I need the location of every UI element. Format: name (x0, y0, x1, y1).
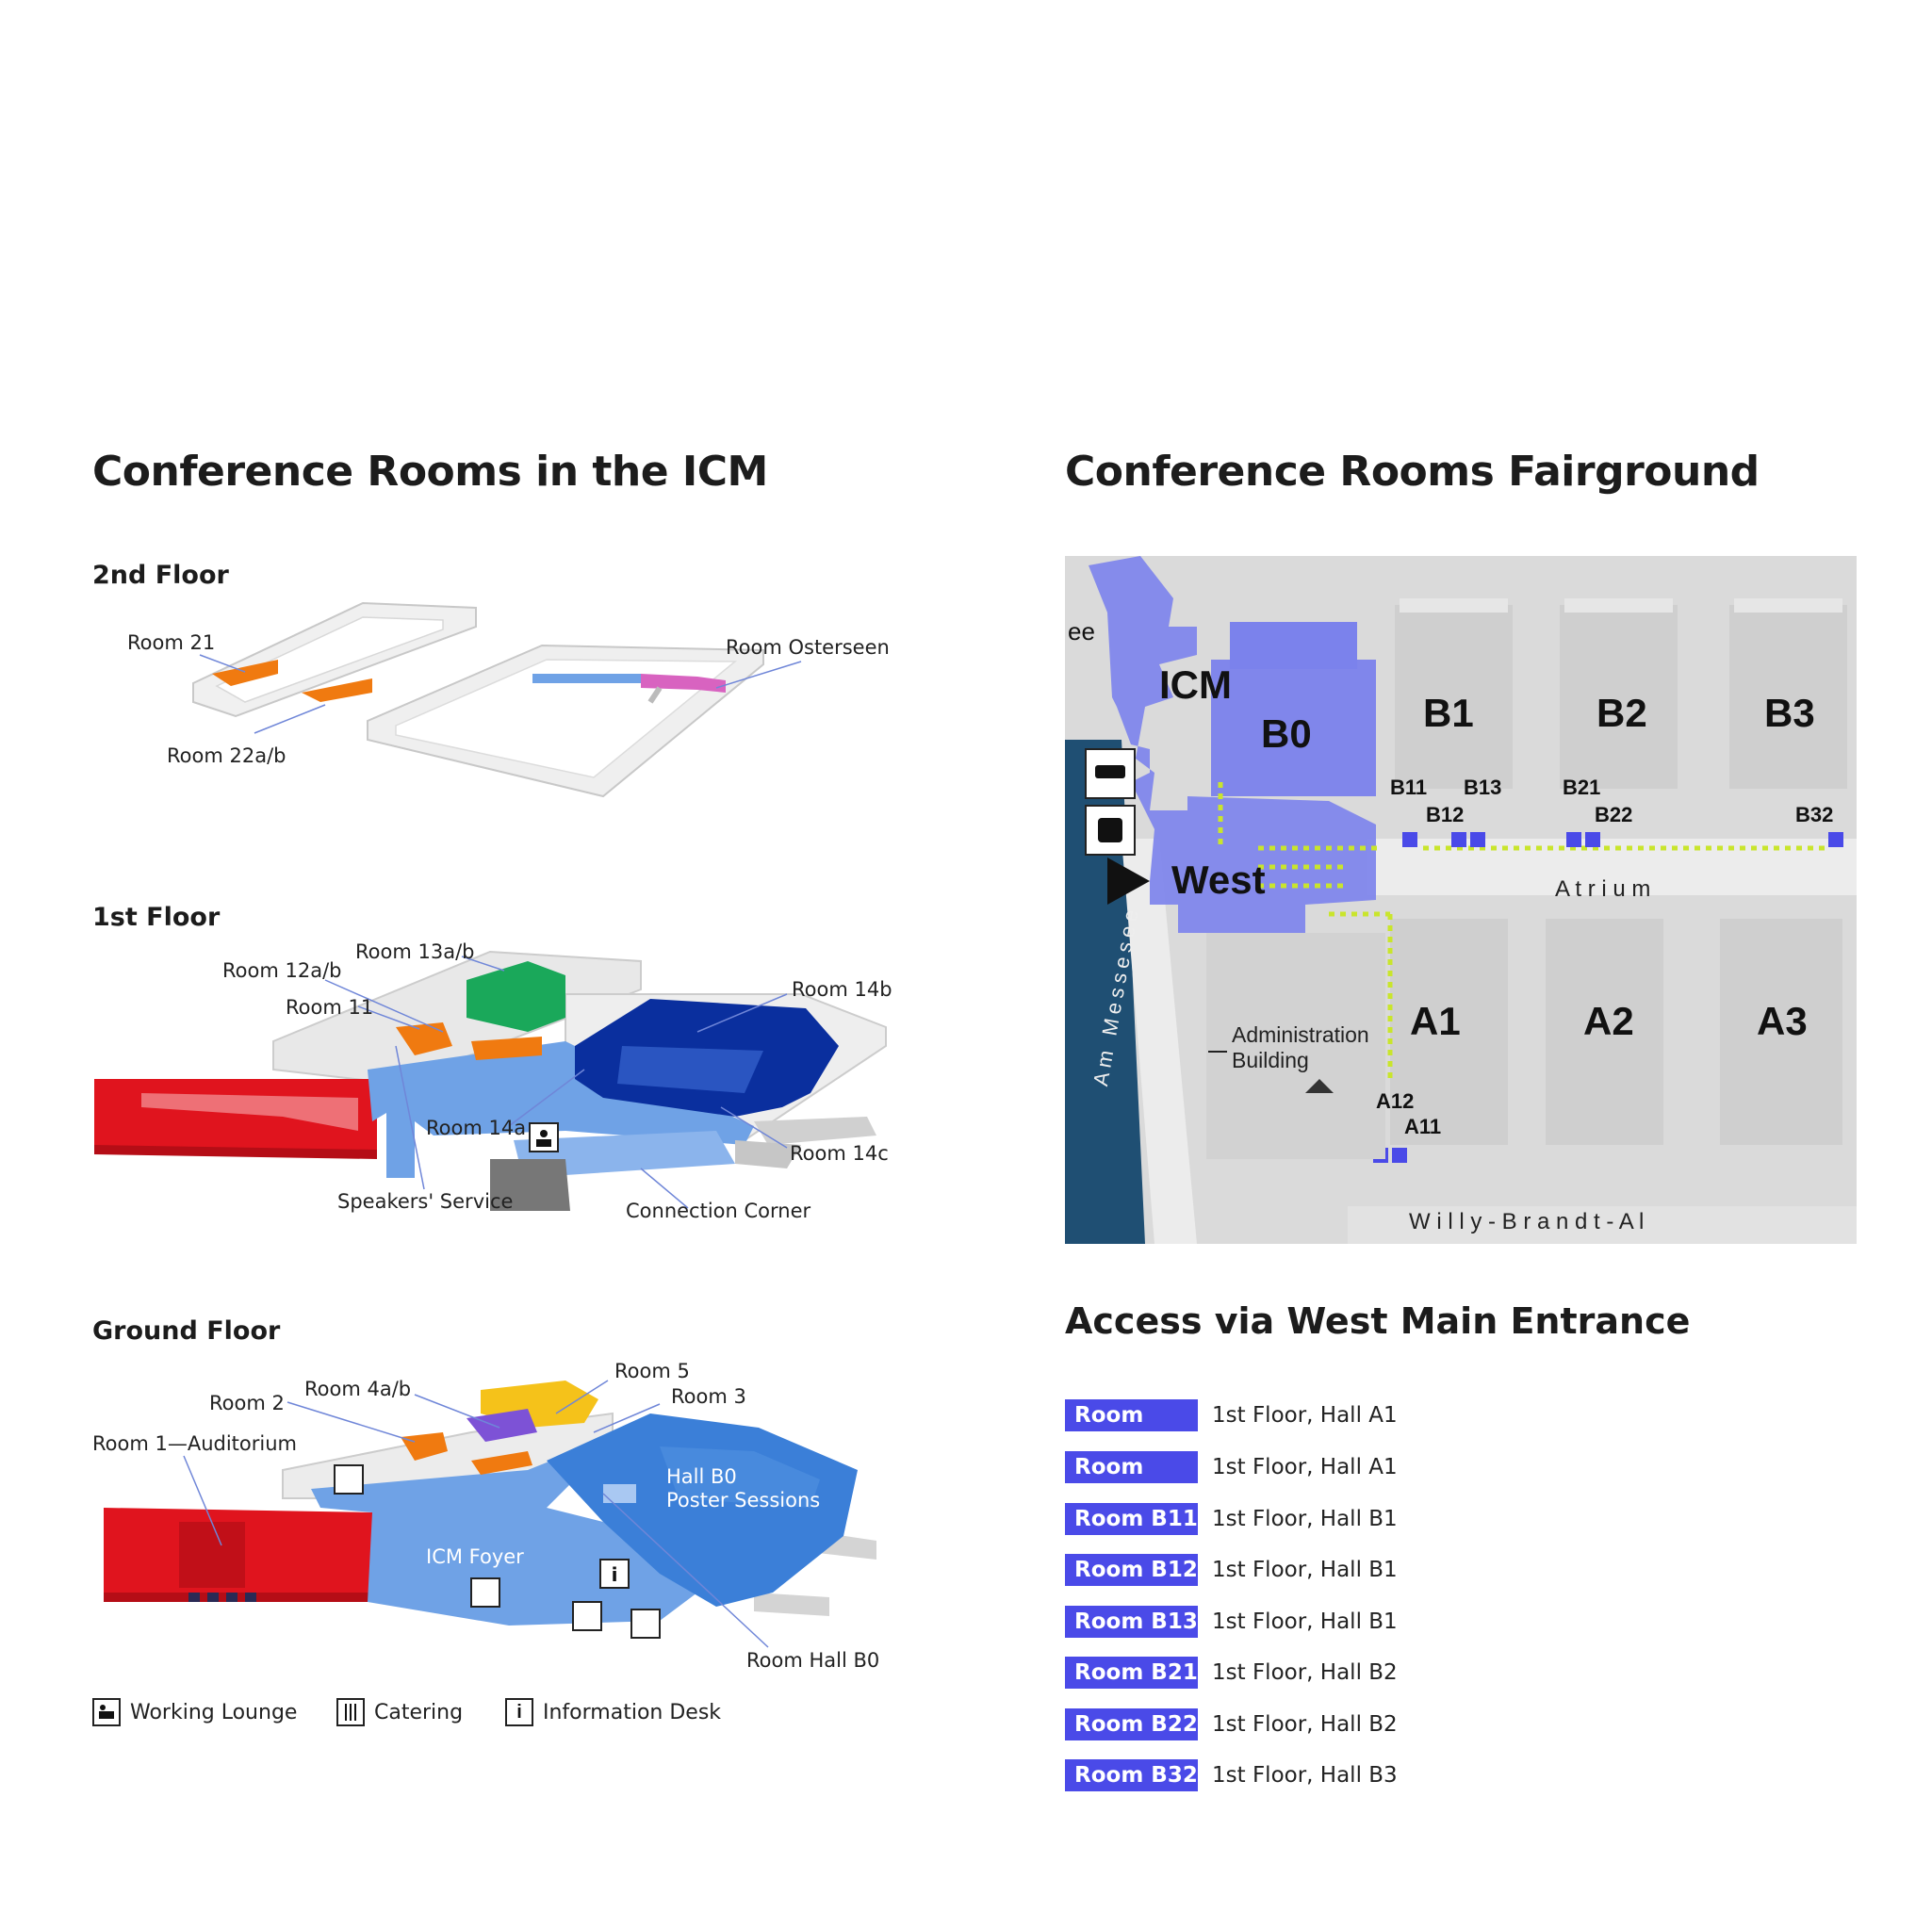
label-hall-b0: Hall B0 (666, 1465, 737, 1488)
label-room-5: Room 5 (614, 1360, 690, 1382)
access-row-a11: Room A11 1st Floor, Hall A1 (1065, 1399, 1398, 1460)
access-room-badge: Room B11 (1065, 1503, 1198, 1535)
svg-text:i: i (612, 1563, 618, 1586)
map-hall-b1: B1 (1423, 691, 1474, 735)
second-floor-title: 2nd Floor (92, 561, 229, 590)
map-room-b12: B12 (1426, 803, 1465, 826)
access-room-badge: Room A12 (1065, 1451, 1198, 1511)
legend-working-lounge: Working Lounge (92, 1698, 297, 1726)
label-room-12: Room 12a/b (222, 959, 342, 982)
access-location: 1st Floor, Hall A1 (1212, 1455, 1398, 1479)
map-hall-a2: A2 (1583, 999, 1634, 1043)
access-row-b22: Room B22 1st Floor, Hall B2 (1065, 1708, 1398, 1740)
fairground-title: Conference Rooms Fairground (1065, 448, 1760, 496)
map-hall-b2: B2 (1596, 691, 1647, 735)
map-label-ee: ee (1068, 617, 1095, 645)
access-location: 1st Floor, Hall B3 (1212, 1763, 1398, 1788)
fairground-map (1065, 556, 1857, 1244)
map-room-a11: A11 (1404, 1115, 1442, 1138)
first-floor-plan (94, 950, 887, 1211)
access-location: 1st Floor, Hall B1 (1212, 1609, 1398, 1634)
label-room-14c: Room 14c (790, 1142, 889, 1165)
label-connection-corner: Connection Corner (626, 1200, 811, 1222)
map-admin-line1: Administration (1232, 1022, 1369, 1047)
map-hall-a3: A3 (1757, 999, 1808, 1043)
map-room-b13: B13 (1464, 776, 1502, 799)
second-floor-plan (192, 601, 764, 798)
label-room-osterseen: Room Osterseen (726, 636, 890, 659)
map-hall-a1: A1 (1410, 999, 1461, 1043)
access-room-badge: Room B21 (1065, 1657, 1198, 1689)
label-room-22: Room 22a/b (167, 744, 287, 767)
access-room-badge: Room B13 (1065, 1606, 1198, 1638)
access-location: 1st Floor, Hall B2 (1212, 1712, 1398, 1737)
ground-floor-title: Ground Floor (92, 1316, 281, 1346)
map-room-b22: B22 (1595, 803, 1633, 826)
access-room-badge: Room B32 (1065, 1759, 1198, 1791)
access-row-b12: Room B12 1st Floor, Hall B1 (1065, 1554, 1398, 1586)
map-street-atrium: A t r i u m (1555, 876, 1651, 902)
catering-icon (336, 1698, 365, 1726)
map-hall-icm: ICM (1159, 662, 1232, 707)
access-row-b32: Room B32 1st Floor, Hall B3 (1065, 1759, 1398, 1791)
label-room-14b: Room 14b (792, 978, 892, 1001)
label-room-14a: Room 14a (426, 1117, 527, 1139)
label-room-11: Room 11 (286, 996, 374, 1019)
label-room-21: Room 21 (127, 631, 216, 654)
first-floor-title: 1st Floor (92, 903, 221, 932)
access-location: 1st Floor, Hall A1 (1212, 1403, 1398, 1428)
access-location: 1st Floor, Hall B1 (1212, 1558, 1398, 1582)
access-row-a12: Room A12 1st Floor, Hall A1 (1065, 1451, 1398, 1511)
label-room-2: Room 2 (209, 1392, 285, 1414)
map-room-a12: A12 (1376, 1089, 1415, 1113)
label-poster-sessions: Poster Sessions (666, 1489, 821, 1511)
map-west-entrance: West (1171, 858, 1266, 902)
access-row-b21: Room B21 1st Floor, Hall B2 (1065, 1657, 1398, 1689)
label-speakers-service: Speakers' Service (337, 1190, 514, 1213)
label-icm-foyer: ICM Foyer (426, 1545, 524, 1568)
access-location: 1st Floor, Hall B1 (1212, 1507, 1398, 1531)
access-row-b13: Room B13 1st Floor, Hall B1 (1065, 1606, 1398, 1638)
map-admin-line2: Building (1232, 1048, 1309, 1072)
icm-title: Conference Rooms in the ICM (92, 448, 768, 496)
ground-floor-plan: i (104, 1381, 876, 1639)
access-room-badge: Room A11 (1065, 1399, 1198, 1460)
access-title: Access via West Main Entrance (1065, 1300, 1691, 1342)
access-location: 1st Floor, Hall B2 (1212, 1660, 1398, 1685)
map-street-willy-brandt: W i l l y - B r a n d t - A l (1409, 1209, 1645, 1234)
second-floor-leaders (199, 654, 802, 734)
first-floor-leaders (324, 956, 788, 1209)
label-room-3: Room 3 (671, 1385, 746, 1408)
legend-information-desk: i Information Desk (505, 1698, 721, 1726)
map-room-b21: B21 (1563, 776, 1601, 799)
working-lounge-icon (92, 1698, 121, 1726)
label-room-13: Room 13a/b (355, 940, 475, 963)
map-room-b32: B32 (1795, 803, 1834, 826)
ground-floor-leaders (183, 1380, 769, 1648)
access-room-badge: Room B12 (1065, 1554, 1198, 1586)
legend-catering: Catering (336, 1698, 463, 1726)
label-room-4: Room 4a/b (304, 1378, 412, 1400)
access-row-b11: Room B11 1st Floor, Hall B1 (1065, 1503, 1398, 1535)
access-room-badge: Room B22 (1065, 1708, 1198, 1740)
information-icon: i (505, 1698, 533, 1726)
label-room-hall-b0: Room Hall B0 (746, 1649, 880, 1672)
map-hall-b3: B3 (1764, 691, 1815, 735)
map-room-b11: B11 (1390, 776, 1428, 799)
label-room-1: Room 1—Auditorium (92, 1432, 297, 1455)
map-hall-b0: B0 (1261, 711, 1312, 756)
